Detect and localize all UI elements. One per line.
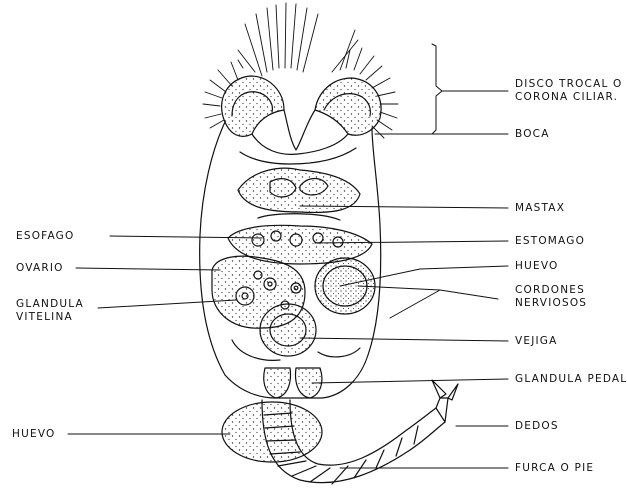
label-mastax: MASTAX xyxy=(515,202,565,215)
label-boca: BOCA xyxy=(515,128,550,141)
label-furca: FURCA O PIE xyxy=(515,462,594,475)
label-disco-trocal: DISCO TROCAL O CORONA CILIAR. xyxy=(515,78,623,104)
label-huevo-left: HUEVO xyxy=(12,428,55,441)
label-huevo-right: HUEVO xyxy=(515,260,558,273)
corona-lobes xyxy=(222,76,381,136)
egg-external xyxy=(222,402,322,462)
label-estomago: ESTOMAGO xyxy=(515,235,585,248)
label-cordones-line1: CORDONES xyxy=(515,284,587,297)
label-disco-trocal-line1: DISCO TROCAL O xyxy=(515,78,623,91)
label-glandula-vitelina-line1: GLANDULA xyxy=(16,298,84,311)
toes xyxy=(432,380,458,422)
label-vejiga: VEJIGA xyxy=(515,335,558,348)
label-dedos: DEDOS xyxy=(515,420,559,433)
label-glandula-vitelina-line2: VITELINA xyxy=(16,311,84,324)
label-esofago: ESOFAGO xyxy=(16,230,74,243)
label-cordones-nerviosos: CORDONES NERVIOSOS xyxy=(515,284,587,310)
bladder xyxy=(260,304,316,356)
label-glandula-pedal: GLANDULA PEDAL xyxy=(515,373,627,386)
label-cordones-line2: NERVIOSOS xyxy=(515,297,587,310)
label-disco-trocal-line2: CORONA CILIAR. xyxy=(515,91,623,104)
label-glandula-vitelina: GLANDULA VITELINA xyxy=(16,298,84,324)
mastax xyxy=(238,168,360,220)
label-ovario: OVARIO xyxy=(16,262,64,275)
